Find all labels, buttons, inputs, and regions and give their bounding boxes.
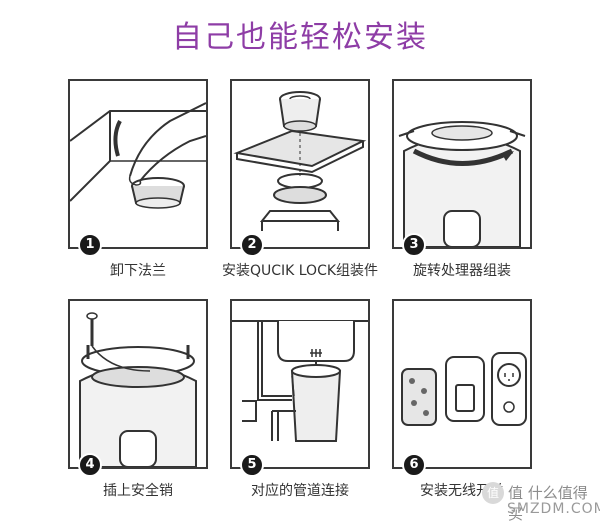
wireless-switch-drawing — [401, 352, 527, 426]
step-3-illustration — [392, 79, 532, 249]
step-1-illustration — [68, 79, 208, 249]
step-4-badge: 4 — [78, 453, 102, 477]
pipe-connection-drawing — [232, 320, 368, 442]
step-3-badge: 3 — [402, 233, 426, 257]
watermark-url: SMZDM.COM — [507, 501, 600, 517]
step-6-illustration — [392, 299, 532, 469]
step-5-illustration — [230, 299, 370, 469]
watermark-logo-icon: 值 — [482, 482, 504, 504]
quick-lock-assembly-drawing — [233, 91, 367, 231]
step-2-illustration — [230, 79, 370, 249]
step-6-badge: 6 — [402, 453, 426, 477]
step-3-caption: 旋转处理器组装 — [413, 263, 511, 279]
step-2-badge: 2 — [240, 233, 264, 257]
step-5-caption: 对应的管道连接 — [251, 483, 349, 499]
safety-pin-drawing — [79, 312, 197, 467]
step-1-caption: 卸下法兰 — [110, 263, 166, 279]
step-2-caption: 安装QUCIK LOCK组装件 — [221, 263, 379, 279]
rotate-disposer-drawing — [398, 121, 526, 247]
page-title: 自己也能轻松安装 — [172, 20, 428, 55]
step-5-badge: 5 — [240, 453, 264, 477]
step-4-illustration — [68, 299, 208, 469]
sink-flange-removal-drawing — [70, 102, 206, 209]
watermark-text: 值 什么值得买 — [508, 484, 588, 523]
step-4-caption: 插上安全销 — [103, 483, 173, 499]
step-1-badge: 1 — [78, 233, 102, 257]
